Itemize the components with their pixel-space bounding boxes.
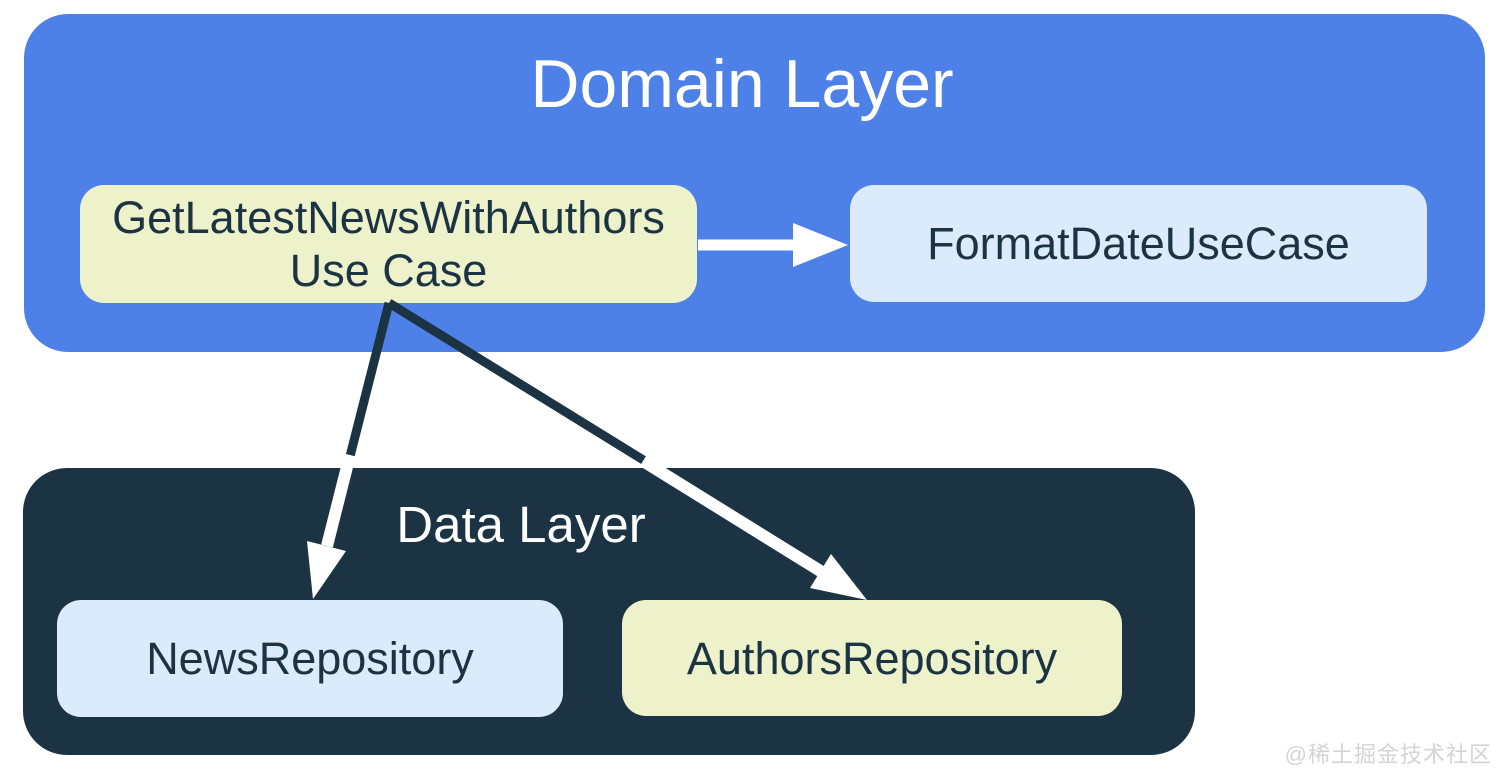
domain-layer-container: Domain Layer GetLatestNewsWithAuthors Us… [24,14,1485,352]
domain-layer-title: Domain Layer [530,46,954,122]
watermark: @稀土掘金技术社区 [1284,742,1492,767]
node-format-date-use-case: FormatDateUseCase [850,185,1427,302]
data-layer-title: Data Layer [396,496,646,553]
node-get-latest-news-use-case: GetLatestNewsWithAuthors Use Case [80,185,697,303]
node-authors-repository: AuthorsRepository [622,600,1122,716]
data-layer-container: Data Layer NewsRepository AuthorsReposit… [23,468,1195,755]
node-news-repository: NewsRepository [57,600,563,717]
